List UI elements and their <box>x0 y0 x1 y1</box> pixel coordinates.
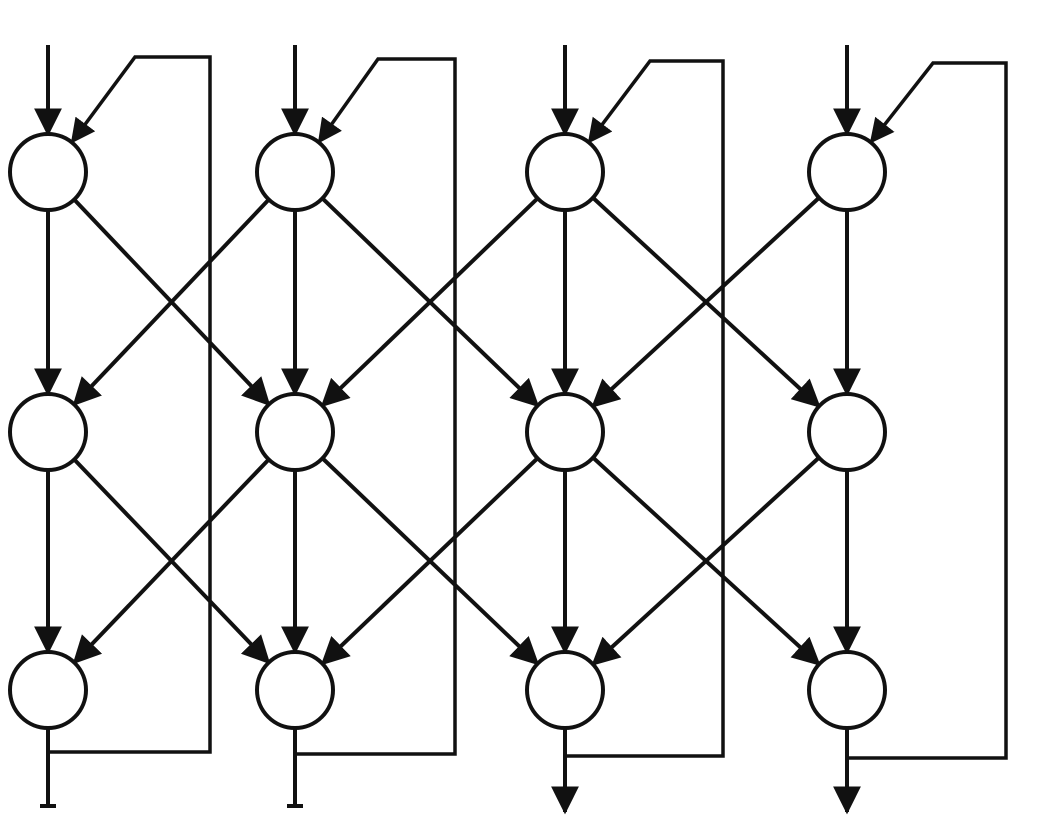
node-circle <box>255 132 335 212</box>
edge-arrow <box>72 458 271 665</box>
edge-arrow <box>591 456 821 666</box>
feedback-loop <box>847 61 1008 760</box>
feedback-layer <box>48 55 1008 760</box>
node-circle <box>525 650 605 730</box>
node-circle <box>807 392 887 472</box>
node-layer <box>8 132 887 730</box>
node-circle <box>807 132 887 212</box>
edge-arrow <box>320 456 539 666</box>
feedback-loop <box>565 59 725 758</box>
feedback-loop <box>48 55 212 754</box>
node-circle <box>8 392 88 472</box>
node-circle <box>255 392 335 472</box>
node-circle <box>525 392 605 472</box>
edge-arrow <box>591 196 821 408</box>
edge-layer <box>34 45 861 815</box>
node-circle <box>8 650 88 730</box>
node-circle <box>8 132 88 212</box>
node-circle <box>525 132 605 212</box>
feedback-loop <box>295 57 457 756</box>
node-circle <box>807 650 887 730</box>
edge-arrow <box>320 196 540 408</box>
node-circle <box>255 650 335 730</box>
edge-arrow <box>72 198 271 407</box>
